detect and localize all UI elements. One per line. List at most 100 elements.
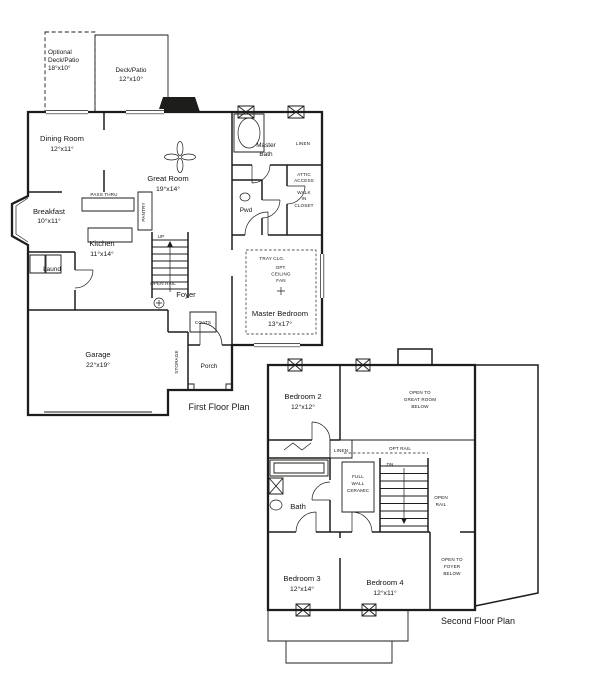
- second-floor-door-swings: [295, 421, 373, 533]
- opt-fan-label-1: OPT.: [276, 265, 287, 270]
- tray-ceiling-outline: [245, 249, 317, 335]
- fireplace: [158, 97, 200, 112]
- first-floor-fixtures: [29, 113, 265, 391]
- full-wall-label-2: WALL: [352, 481, 365, 486]
- opt-fan-cross: [277, 287, 285, 295]
- open-rail-label: OPEN RAIL: [150, 281, 176, 286]
- fan-petal-w: [164, 153, 179, 161]
- deck-outline: [94, 34, 169, 112]
- fan-petal-n: [176, 141, 184, 156]
- master-bath-label-2: Bath: [259, 151, 273, 158]
- window-glazing-lines: [46, 110, 325, 348]
- second-floor-plan: Bedroom 2 12°x12° OPEN TO GREAT ROOM BEL…: [266, 348, 539, 664]
- kitchen-label: Kitchen: [89, 239, 114, 248]
- bath-sink: [269, 499, 283, 511]
- garage-label: Garage: [85, 350, 110, 359]
- open-to-foyer-label-3: BELOW: [443, 571, 461, 576]
- bedroom3-size: 12°x14°: [290, 585, 314, 593]
- bedroom2-size: 12°x12°: [291, 403, 315, 411]
- stairs-dn-label: DN: [387, 462, 394, 467]
- coats-label: COATS: [195, 320, 211, 325]
- master-tub: [237, 117, 261, 149]
- master-bedroom-label: Master Bedroom: [252, 309, 308, 318]
- first-floor-door-swings: [74, 164, 306, 346]
- stairs-up-label: UP: [158, 234, 165, 239]
- bedroom4-label: Bedroom 4: [366, 578, 403, 587]
- breakfast-size: 10°x11°: [37, 217, 61, 225]
- fan-petal-e: [181, 153, 196, 161]
- second-floor-chimney: [397, 348, 433, 365]
- second-floor-caption: Second Floor Plan: [441, 616, 515, 626]
- open-to-foyer-label-1: OPEN TO: [441, 557, 463, 562]
- garage-size: 22°x19°: [86, 361, 110, 369]
- optional-deck-label-1: Optional: [48, 49, 72, 56]
- deck-size: 12°x10°: [119, 75, 143, 83]
- deck-label: Deck/Patio: [116, 67, 147, 74]
- opt-rail-label: OPT RAIL: [389, 446, 411, 451]
- master-side-window-mask: [319, 254, 326, 298]
- powder-room-label: Pwd: [240, 207, 253, 214]
- bedroom2-label: Bedroom 2: [284, 392, 321, 401]
- attic-access-label-2: ACCESS: [294, 178, 314, 183]
- second-floor-right-wing: [474, 364, 539, 607]
- bath-label: Bath: [290, 502, 306, 511]
- dining-room-size: 12°x11°: [50, 145, 74, 153]
- water-heater: [153, 297, 165, 309]
- water-heater-cross: [156, 300, 162, 306]
- first-floor-plan: Optional Deck/Patio 18°x10° Deck/Patio 1…: [10, 31, 326, 417]
- master-bedroom-size: 13°x17°: [268, 320, 292, 328]
- attic-access-label-1: ATTIC: [297, 172, 311, 177]
- walk-in-closet-label-2: IN: [302, 196, 307, 201]
- second-floor-outer-walls: [266, 363, 477, 612]
- second-floor-fixtures: [268, 439, 375, 513]
- great-room-size: 19°x14°: [156, 185, 180, 193]
- tray-ceiling-label: TRAY CLG.: [259, 256, 284, 261]
- second-floor-window-boxes: [287, 358, 377, 617]
- fan-petal-s: [176, 158, 184, 173]
- full-wall-label-1: FULL: [352, 474, 364, 479]
- first-floor-outer-walls: [10, 110, 324, 417]
- pantry-label: PANTRY: [141, 202, 146, 221]
- pass-thru-label: PASS THRU: [90, 192, 117, 197]
- dining-window-mask: [46, 109, 88, 116]
- opt-fan-label-2: CEILING: [271, 272, 291, 277]
- optional-deck-label-2: Deck/Patio: [48, 57, 79, 64]
- kitchen-size: 11°x14°: [90, 250, 114, 258]
- master-rear-window-mask: [254, 342, 300, 349]
- dining-room-label: Dining Room: [40, 134, 84, 143]
- bedroom3-label: Bedroom 3: [283, 574, 320, 583]
- first-floor-interior-walls: [28, 112, 322, 390]
- full-wall-label-3: CERAMIC: [347, 488, 370, 493]
- powder-sink: [239, 192, 251, 202]
- storage-label: STORAGE: [174, 350, 179, 373]
- open-to-great-room-label-2: GREAT ROOM: [404, 397, 436, 402]
- master-bath-label-1: Master: [256, 142, 276, 149]
- open-to-foyer-label-2: FOYER: [444, 564, 461, 569]
- open-to-great-room-label-3: BELOW: [411, 404, 429, 409]
- open-rail2-label-1: OPEN: [434, 495, 448, 500]
- linen2-label: LINEN: [334, 448, 348, 453]
- stairs-dn-arrowhead: [401, 518, 407, 524]
- second-floor-interior-walls: [268, 365, 475, 610]
- greatroom-door-mask: [126, 109, 164, 116]
- porch-label: Porch: [201, 363, 218, 370]
- lower-deck-outlines: [267, 610, 409, 664]
- opt-fan-label-3: FAN: [276, 278, 285, 283]
- walk-in-closet-label-1: WALK: [297, 190, 311, 195]
- walk-in-closet-label-3: CLOSET: [294, 203, 313, 208]
- breakfast-label: Breakfast: [33, 207, 66, 216]
- linen-label: LINEN: [296, 141, 310, 146]
- stairs-up-arrowhead: [167, 241, 173, 247]
- open-to-great-room-label-1: OPEN TO: [409, 390, 431, 395]
- foyer-label: Foyer: [176, 290, 196, 299]
- open-rail2-label-2: RAIL: [436, 502, 447, 507]
- bay-window-inner: [15, 197, 29, 243]
- first-floor-caption: First Floor Plan: [188, 402, 249, 412]
- optional-deck-outline: [44, 31, 96, 113]
- optional-deck-size: 18°x10°: [48, 64, 71, 72]
- ceiling-fan-icon: [164, 141, 196, 173]
- laundry-label: Laund: [43, 266, 61, 273]
- master-bath-window-boxes: [237, 105, 305, 119]
